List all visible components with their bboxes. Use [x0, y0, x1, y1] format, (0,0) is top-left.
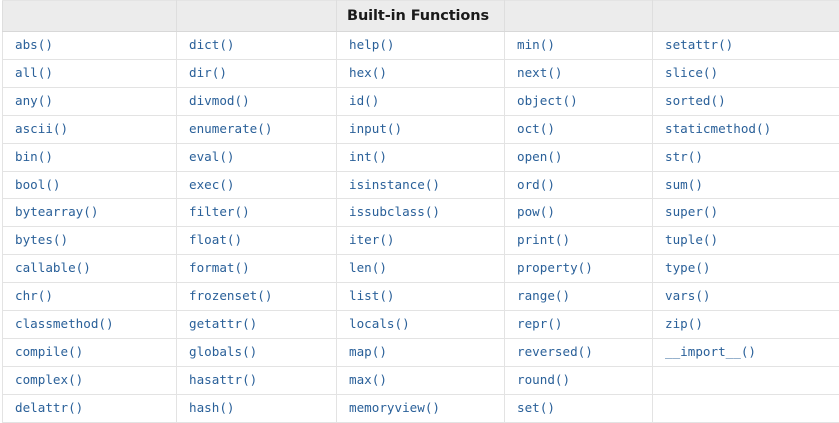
- table-cell-empty: [653, 394, 839, 422]
- function-name-cell[interactable]: bin(): [3, 143, 177, 171]
- function-name-cell[interactable]: object(): [505, 87, 653, 115]
- function-name-cell[interactable]: list(): [337, 283, 505, 311]
- function-name-cell[interactable]: zip(): [653, 311, 839, 339]
- function-name-cell[interactable]: open(): [505, 143, 653, 171]
- table-row: classmethod()getattr()locals()repr()zip(…: [3, 311, 839, 339]
- table-row: any()divmod()id()object()sorted(): [3, 87, 839, 115]
- function-name-cell[interactable]: isinstance(): [337, 171, 505, 199]
- function-name-cell[interactable]: help(): [337, 32, 505, 60]
- function-name-cell[interactable]: len(): [337, 255, 505, 283]
- function-name-cell[interactable]: globals(): [177, 338, 337, 366]
- function-name-cell[interactable]: complex(): [3, 366, 177, 394]
- function-name-cell[interactable]: ascii(): [3, 115, 177, 143]
- table-row: bytearray()filter()issubclass()pow()supe…: [3, 199, 839, 227]
- function-name-cell[interactable]: delattr(): [3, 394, 177, 422]
- function-name-cell[interactable]: print(): [505, 227, 653, 255]
- function-name-cell[interactable]: min(): [505, 32, 653, 60]
- function-name-cell[interactable]: vars(): [653, 283, 839, 311]
- function-name-cell[interactable]: format(): [177, 255, 337, 283]
- function-name-cell[interactable]: id(): [337, 87, 505, 115]
- function-name-cell[interactable]: filter(): [177, 199, 337, 227]
- function-name-cell[interactable]: bool(): [3, 171, 177, 199]
- table-row: chr()frozenset()list()range()vars(): [3, 283, 839, 311]
- function-name-cell[interactable]: iter(): [337, 227, 505, 255]
- function-name-cell[interactable]: callable(): [3, 255, 177, 283]
- function-name-cell[interactable]: bytes(): [3, 227, 177, 255]
- table-row: callable()format()len()property()type(): [3, 255, 839, 283]
- function-name-cell[interactable]: __import__(): [653, 338, 839, 366]
- function-name-cell[interactable]: pow(): [505, 199, 653, 227]
- table-body: abs()dict()help()min()setattr()all()dir(…: [3, 32, 839, 423]
- function-name-cell[interactable]: reversed(): [505, 338, 653, 366]
- function-name-cell[interactable]: max(): [337, 366, 505, 394]
- table-row: delattr()hash()memoryview()set(): [3, 394, 839, 422]
- table-row: compile()globals()map()reversed()__impor…: [3, 338, 839, 366]
- function-name-cell[interactable]: oct(): [505, 115, 653, 143]
- function-name-cell[interactable]: dict(): [177, 32, 337, 60]
- table-cell-empty: [653, 366, 839, 394]
- function-name-cell[interactable]: tuple(): [653, 227, 839, 255]
- function-name-cell[interactable]: exec(): [177, 171, 337, 199]
- function-name-cell[interactable]: setattr(): [653, 32, 839, 60]
- function-name-cell[interactable]: sum(): [653, 171, 839, 199]
- function-name-cell[interactable]: any(): [3, 87, 177, 115]
- function-name-cell[interactable]: issubclass(): [337, 199, 505, 227]
- function-name-cell[interactable]: set(): [505, 394, 653, 422]
- table-row: complex()hasattr()max()round(): [3, 366, 839, 394]
- function-name-cell[interactable]: hasattr(): [177, 366, 337, 394]
- function-name-cell[interactable]: round(): [505, 366, 653, 394]
- function-name-cell[interactable]: classmethod(): [3, 311, 177, 339]
- function-name-cell[interactable]: getattr(): [177, 311, 337, 339]
- table-header: Built-in Functions: [3, 1, 839, 32]
- table-row: bool()exec()isinstance()ord()sum(): [3, 171, 839, 199]
- table-row: bin()eval()int()open()str(): [3, 143, 839, 171]
- page-title: Built-in Functions: [337, 1, 505, 32]
- function-name-cell[interactable]: locals(): [337, 311, 505, 339]
- function-name-cell[interactable]: property(): [505, 255, 653, 283]
- function-name-cell[interactable]: bytearray(): [3, 199, 177, 227]
- function-name-cell[interactable]: all(): [3, 59, 177, 87]
- function-name-cell[interactable]: next(): [505, 59, 653, 87]
- header-cell-4: [505, 1, 653, 32]
- function-name-cell[interactable]: dir(): [177, 59, 337, 87]
- table-row: bytes()float()iter()print()tuple(): [3, 227, 839, 255]
- function-name-cell[interactable]: enumerate(): [177, 115, 337, 143]
- function-name-cell[interactable]: memoryview(): [337, 394, 505, 422]
- header-cell-2: [177, 1, 337, 32]
- function-name-cell[interactable]: type(): [653, 255, 839, 283]
- function-name-cell[interactable]: eval(): [177, 143, 337, 171]
- function-name-cell[interactable]: super(): [653, 199, 839, 227]
- header-cell-5: [653, 1, 839, 32]
- function-name-cell[interactable]: compile(): [3, 338, 177, 366]
- table-row: all()dir()hex()next()slice(): [3, 59, 839, 87]
- function-name-cell[interactable]: repr(): [505, 311, 653, 339]
- function-name-cell[interactable]: hex(): [337, 59, 505, 87]
- function-name-cell[interactable]: slice(): [653, 59, 839, 87]
- function-name-cell[interactable]: int(): [337, 143, 505, 171]
- function-name-cell[interactable]: map(): [337, 338, 505, 366]
- table-row: ascii()enumerate()input()oct()staticmeth…: [3, 115, 839, 143]
- function-name-cell[interactable]: float(): [177, 227, 337, 255]
- function-name-cell[interactable]: str(): [653, 143, 839, 171]
- table-header-row: Built-in Functions: [3, 1, 839, 32]
- function-name-cell[interactable]: input(): [337, 115, 505, 143]
- function-name-cell[interactable]: range(): [505, 283, 653, 311]
- function-name-cell[interactable]: frozenset(): [177, 283, 337, 311]
- header-cell-1: [3, 1, 177, 32]
- function-name-cell[interactable]: ord(): [505, 171, 653, 199]
- function-name-cell[interactable]: divmod(): [177, 87, 337, 115]
- table-row: abs()dict()help()min()setattr(): [3, 32, 839, 60]
- function-name-cell[interactable]: sorted(): [653, 87, 839, 115]
- function-name-cell[interactable]: chr(): [3, 283, 177, 311]
- function-name-cell[interactable]: abs(): [3, 32, 177, 60]
- function-name-cell[interactable]: hash(): [177, 394, 337, 422]
- function-name-cell[interactable]: staticmethod(): [653, 115, 839, 143]
